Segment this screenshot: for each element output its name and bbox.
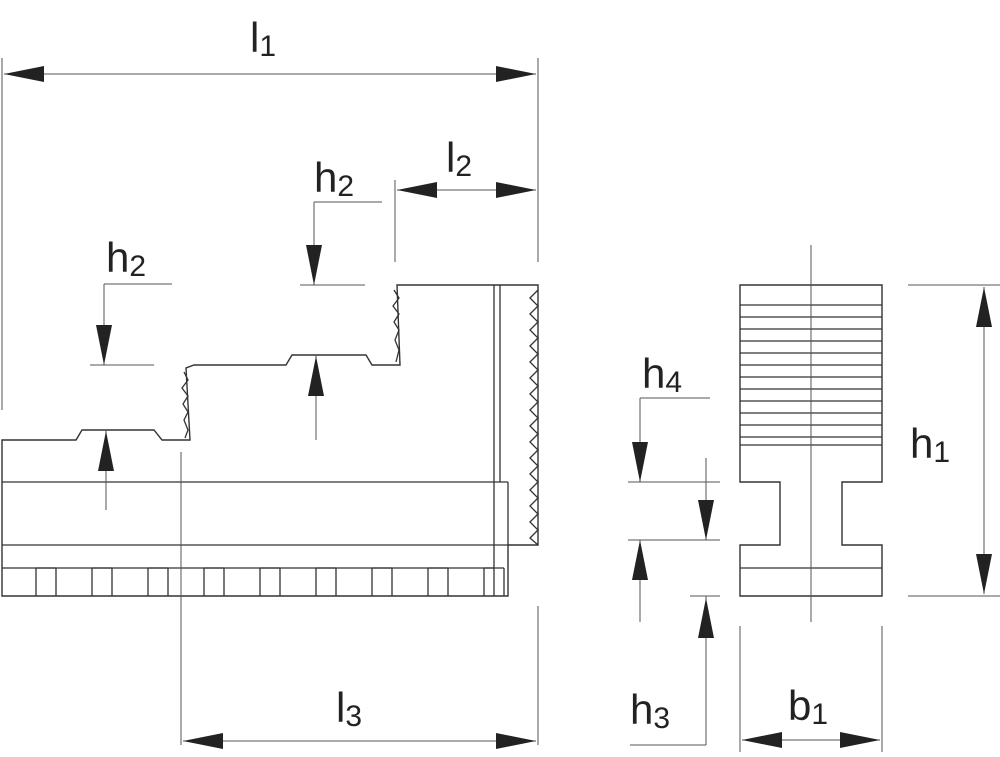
dimension-h4: h4 [628,350,720,622]
dimension-l3: l3 [183,606,539,749]
arrow-h1-bottom [976,554,992,594]
arrow-l1-right [496,66,536,82]
dimension-b1: b1 [739,626,883,752]
dimension-h2-lower: h2 [90,234,172,510]
arrow-l3-right [496,733,536,749]
arrow-b1-right [840,732,880,748]
jaw-teeth [2,567,505,596]
arrow-h1-top [976,287,992,327]
label-l3: l3 [336,684,362,733]
dimension-h2-upper: h2 [300,154,382,440]
arrow-b1-left [742,732,782,748]
arrow-h2-lower-down [96,325,112,365]
label-h1: h1 [910,420,950,469]
dimension-h3: h3 [630,595,720,746]
arrow-h2-lower-up [98,431,114,471]
dimension-l1: l1 [1,14,539,410]
arrow-l2-left [397,182,437,198]
arrow-h4-right-down [698,500,714,540]
label-h3: h3 [630,686,670,735]
break-line-step1 [181,371,189,439]
dimension-l2: l2 [394,134,536,262]
label-h2-lower: h2 [106,234,146,283]
arrow-l2-right [496,182,536,198]
arrow-l3-left [183,733,223,749]
arrow-h4-down [632,442,648,482]
label-b1: b1 [788,682,828,731]
label-l2: l2 [446,134,472,183]
label-l1: l1 [250,14,276,63]
face-serrations [529,289,539,546]
jaw-end-view [739,245,883,622]
break-line-step2 [392,289,400,363]
label-h4: h4 [642,350,682,399]
arrow-h2-upper-down [306,245,322,285]
arrow-h2-upper-up [308,356,324,396]
arrow-h4-up [632,540,648,580]
jaw-body-outline [1,284,539,597]
jaw-side-view [1,284,539,745]
label-h2-upper: h2 [314,154,354,203]
arrow-h3-up [698,598,714,638]
dimension-h1: h1 [908,284,1000,597]
arrow-l1-left [4,66,44,82]
